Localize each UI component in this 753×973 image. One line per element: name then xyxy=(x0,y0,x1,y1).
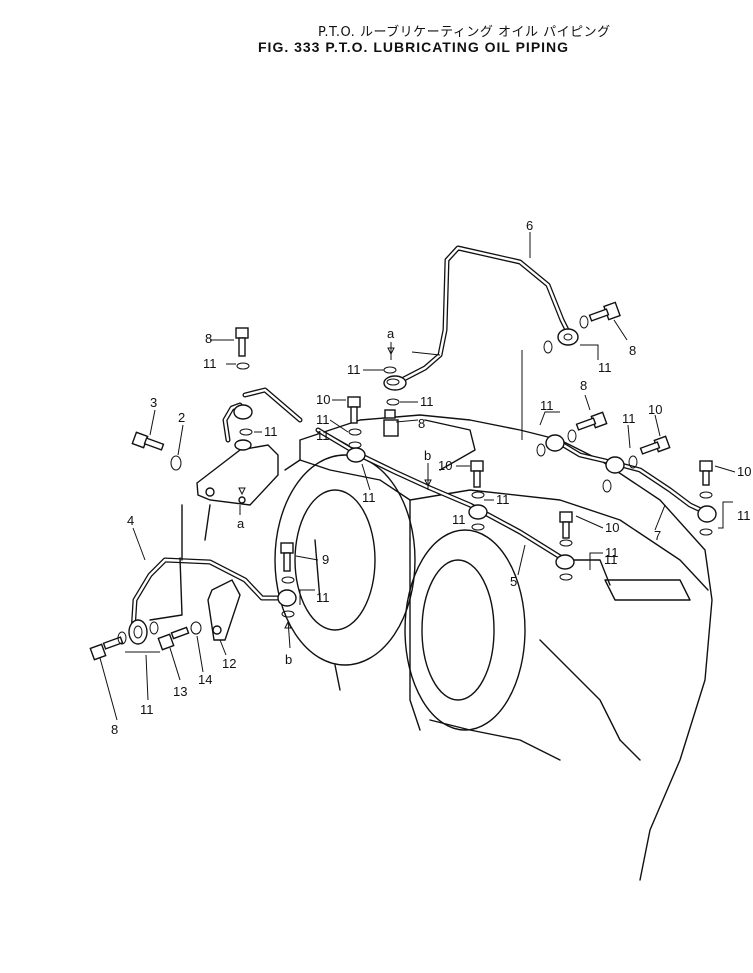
callout-8: 8 xyxy=(629,343,636,358)
callout-6: 6 xyxy=(526,218,533,233)
callout-8: 8 xyxy=(418,416,425,431)
callout-11: 11 xyxy=(604,552,618,567)
figure-title-english: FIG. 333 P.T.O. LUBRICATING OIL PIPING xyxy=(258,39,570,55)
callout-13: 13 xyxy=(173,684,187,699)
callout-14: 14 xyxy=(198,672,212,687)
pipe-5 xyxy=(315,427,575,570)
callout-11: 11 xyxy=(452,512,466,527)
callout-11: 11 xyxy=(540,398,554,413)
callout-11: 11 xyxy=(203,356,217,371)
callout-10: 10 xyxy=(648,402,662,417)
callout-7: 7 xyxy=(654,528,661,543)
callout-a: a xyxy=(387,326,395,341)
callout-11: 11 xyxy=(598,360,612,375)
callout-11: 11 xyxy=(362,490,376,505)
callout-10: 10 xyxy=(438,458,452,473)
callout-11: 11 xyxy=(622,411,636,426)
callout-a: a xyxy=(237,516,245,531)
callout-8: 8 xyxy=(580,378,587,393)
pipe-6 xyxy=(383,245,579,391)
callout-10: 10 xyxy=(605,520,619,535)
callout-b: b xyxy=(285,652,292,667)
bracket-12 xyxy=(207,579,241,641)
callout-10: 10 xyxy=(316,392,330,407)
callout-10: 10 xyxy=(737,464,751,479)
callout-11: 11 xyxy=(605,545,619,560)
block-assembly xyxy=(181,387,303,561)
callout-4: 4 xyxy=(127,513,134,528)
callout-8: 8 xyxy=(205,331,212,346)
callout-2: 2 xyxy=(178,410,185,425)
callout-11: 11 xyxy=(316,590,330,605)
callout-11: 11 xyxy=(316,428,330,443)
callout-11: 11 xyxy=(737,508,751,523)
callout-11: 11 xyxy=(347,362,361,377)
callout-11: 11 xyxy=(496,492,510,507)
callout-11: 11 xyxy=(264,424,278,439)
transmission-housing xyxy=(274,414,713,881)
leader-lines xyxy=(99,232,736,721)
callout-labels: 6 8 11 8 a 11 11 11 8 11 10 11 11 8 3 2 … xyxy=(111,218,751,737)
callout-11: 11 xyxy=(140,702,154,717)
bolts xyxy=(89,301,713,661)
washers-orings xyxy=(117,315,713,645)
figure-title-japanese: P.T.O. ルーブリケーティング オイル パイピング xyxy=(318,25,611,40)
pipe-7 xyxy=(545,434,717,523)
callout-12: 12 xyxy=(222,656,236,671)
callout-9: 9 xyxy=(322,552,329,567)
pipe-4 xyxy=(128,557,297,645)
callout-8: 8 xyxy=(111,722,118,737)
callout-11: 11 xyxy=(420,394,434,409)
callout-b: b xyxy=(424,448,431,463)
callout-11: 11 xyxy=(316,412,330,427)
callout-5: 5 xyxy=(510,574,517,589)
callout-3: 3 xyxy=(150,395,157,410)
